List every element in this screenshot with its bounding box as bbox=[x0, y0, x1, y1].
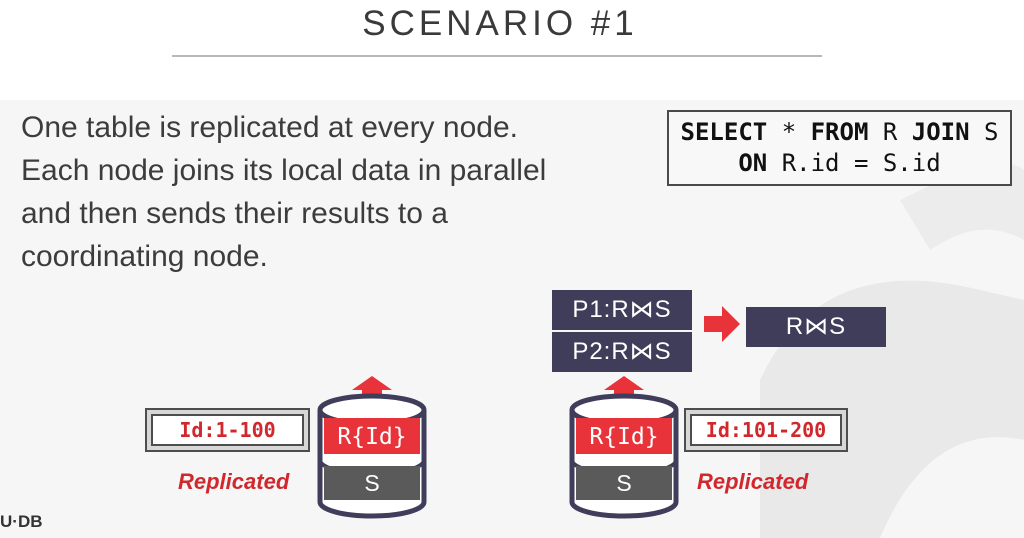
right-arrow-icon bbox=[704, 306, 740, 342]
database-node-1: R{Id} S bbox=[317, 376, 427, 519]
bullet-1: One table is replicated at every node. bbox=[21, 111, 518, 144]
database-node-2: R{Id} S bbox=[569, 376, 679, 519]
node-2-top-label: R{Id} bbox=[589, 424, 658, 450]
final-result-box: R⋈S bbox=[746, 307, 886, 347]
node-1-range: Id:1-100 bbox=[151, 414, 304, 446]
sql-keyword: FROM bbox=[810, 118, 869, 146]
bullet-2: Each node joins its local data in parall… bbox=[21, 154, 547, 273]
node-1-top-label: R{Id} bbox=[337, 424, 406, 450]
sql-keyword: ON bbox=[738, 149, 768, 177]
node-1-bottom-label: S bbox=[364, 470, 379, 496]
node-1-replicated-label: Replicated bbox=[178, 469, 290, 494]
sql-keyword: SELECT bbox=[680, 118, 768, 146]
bullet-text: One table is replicated at every node. E… bbox=[21, 106, 561, 278]
node-2-range: Id:101-200 bbox=[690, 414, 842, 446]
title-band bbox=[0, 0, 1024, 100]
sql-token: R.id = S.id bbox=[781, 149, 941, 177]
node-2-range-box: Id:101-200 bbox=[684, 408, 848, 452]
logo: U·DB bbox=[0, 512, 43, 531]
sql-token: R bbox=[882, 118, 898, 146]
partial-result-p1: P1:R⋈S bbox=[552, 290, 692, 330]
sql-line-2: ON R.id = S.id bbox=[669, 148, 1010, 179]
node-2-replicated-label: Replicated bbox=[697, 469, 809, 494]
sql-token: * bbox=[781, 118, 797, 146]
sql-keyword: JOIN bbox=[911, 118, 970, 146]
slide-title: SCENARIO #1 bbox=[362, 4, 638, 43]
node-2-bottom-label: S bbox=[616, 470, 631, 496]
sql-token: S bbox=[984, 118, 999, 146]
title-divider bbox=[172, 55, 822, 57]
sql-query-box: SELECT * FROM R JOIN S ON R.id = S.id bbox=[667, 110, 1012, 186]
sql-line-1: SELECT * FROM R JOIN S bbox=[669, 117, 1010, 148]
node-1-range-box: Id:1-100 bbox=[145, 408, 310, 452]
partial-result-p2: P2:R⋈S bbox=[552, 332, 692, 372]
